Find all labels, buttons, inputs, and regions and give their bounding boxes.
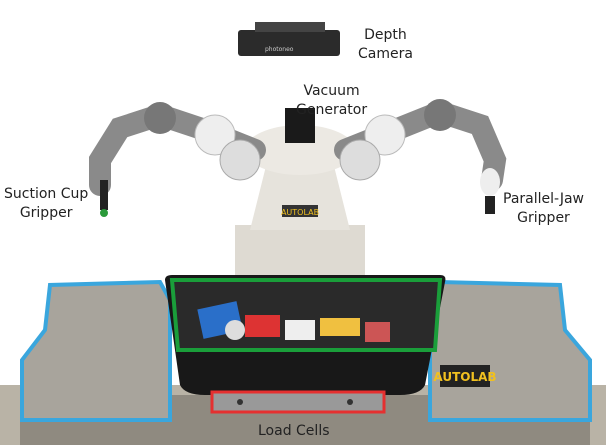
depth-camera — [238, 30, 340, 56]
label-suction-cup-gripper: Suction Cup Gripper — [4, 185, 88, 223]
label-line: Gripper — [517, 210, 570, 226]
label-line: Camera — [358, 46, 413, 62]
svg-text:photoneo: photoneo — [265, 46, 294, 53]
right-side-bin — [428, 279, 592, 422]
label-load-cells: Load Cells — [258, 423, 330, 439]
label-line: Suction Cup — [4, 186, 89, 202]
autolab-logo-plate — [440, 365, 490, 387]
label-line: Vacuum — [303, 83, 360, 99]
label-line: Parallel-Jaw — [503, 191, 584, 207]
vacuum-generator — [285, 108, 315, 143]
load-cells-box — [210, 390, 386, 414]
label-parallel-jaw-gripper: Parallel-Jaw Gripper — [503, 190, 584, 228]
label-line: Generator — [296, 102, 368, 118]
parallel-jaw-gripper — [485, 196, 495, 214]
label-line: Depth — [364, 27, 407, 43]
left-side-bin — [20, 279, 172, 422]
svg-text:AUTOLAB: AUTOLAB — [433, 370, 496, 384]
suction-cup-gripper — [100, 180, 108, 210]
label-line: Gripper — [19, 205, 73, 221]
label-depth-camera: Depth Camera — [358, 26, 413, 64]
label-vacuum-generator: Vacuum Generator — [296, 82, 367, 120]
svg-text:AUTOLAB: AUTOLAB — [281, 208, 319, 217]
